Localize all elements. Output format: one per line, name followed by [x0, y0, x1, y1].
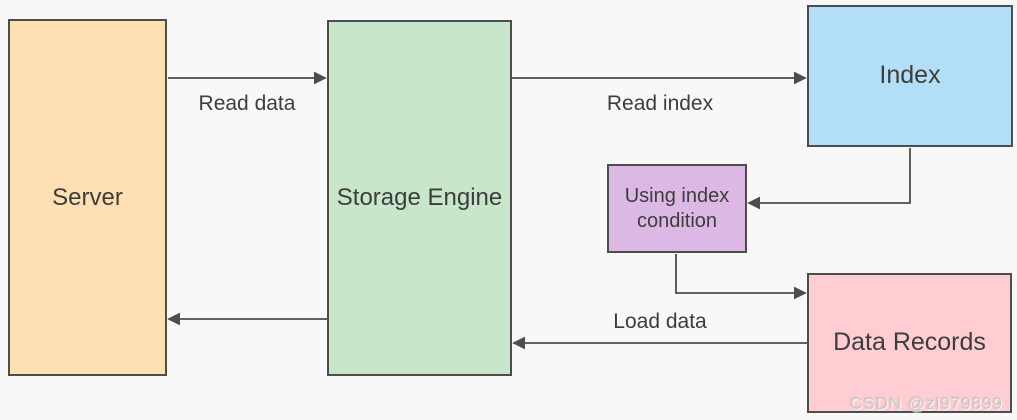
node-storage-engine-label: Storage Engine — [336, 184, 503, 211]
node-using-index-condition-label: Using index condition — [624, 184, 730, 232]
node-server-label: Server — [52, 183, 123, 211]
csdn-watermark: CSDN @zl979899 — [849, 394, 1003, 413]
node-data-records: Data Records — [807, 273, 1012, 413]
edge-index-to-condition-arrow — [747, 148, 911, 210]
node-using-index-condition: Using index condition — [607, 164, 747, 253]
node-data-records-label: Data Records — [833, 328, 986, 357]
node-index-label: Index — [879, 61, 941, 90]
node-storage-engine: Storage Engine — [327, 20, 512, 376]
edge-condition-to-records-arrow — [675, 254, 807, 300]
node-server: Server — [8, 19, 167, 376]
node-index: Index — [807, 5, 1013, 147]
